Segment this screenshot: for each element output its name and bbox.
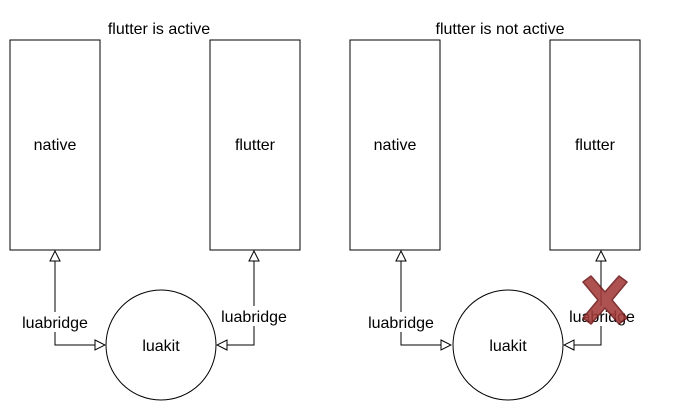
right-panel: flutter is not active native flutter lua… [349,21,642,401]
left-flutter-box [209,39,301,251]
left-bridge-label-bg [12,312,98,332]
right-native-label: native [374,137,417,154]
right-native-box [349,39,441,251]
left-native-box [9,39,101,251]
right-bridge-left-label: luabridge [368,315,434,332]
right-bridge-flutter-to-luakit [564,252,602,345]
left-panel: flutter is active native flutter luakit … [9,21,301,401]
left-luakit-label: luakit [142,338,180,355]
left-native-label: native [34,137,77,154]
right-flutter-box [549,39,641,251]
cross-icon [582,275,628,325]
left-flutter-label: flutter [235,137,276,154]
left-bridge-right-label: luabridge [221,309,287,326]
right-luakit-label: luakit [489,338,527,355]
right-bridge-left-label-bg [358,312,444,332]
right-flutter-label: flutter [575,137,616,154]
right-panel-title: flutter is not active [436,21,565,38]
left-bridge-right-label-bg [214,306,294,326]
left-panel-title: flutter is active [108,21,210,38]
left-bridge-left-label: luabridge [22,315,88,332]
left-bridge-flutter-to-luakit [217,252,255,345]
